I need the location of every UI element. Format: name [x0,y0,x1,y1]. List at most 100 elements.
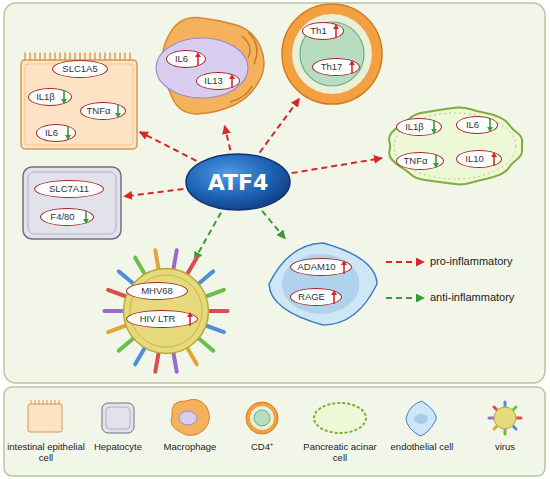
legend-text: CD4⁺ [251,441,273,452]
svg-polygon [333,24,339,29]
up-arrows [187,24,497,326]
svg-rect [106,407,130,429]
marker-oval: IL13 [196,72,240,90]
svg-rect [21,60,137,149]
marker-label: Th17 [321,62,343,72]
svg-polygon [195,52,201,57]
hepatocyte-icon [102,403,134,433]
endothelial-cell: ADAM10RAGE [266,240,380,328]
marker-label: F4/80 [50,212,74,222]
end-outline [266,240,380,328]
legend-entry: CD4⁺ [226,442,298,453]
marker-oval: SLC7A11 [34,180,104,198]
marker-oval: TNFα [80,102,126,120]
legend-entry: Macrophage [152,442,228,453]
svg-polygon [349,60,355,65]
svg-line [493,156,495,166]
marker-oval: Th17 [312,58,360,76]
marker-label: IL13 [204,76,223,86]
svg-line [85,210,87,220]
marker-label: SLC7A11 [49,184,89,194]
marker-oval: IL10 [456,150,502,168]
marker-label: MHV68 [141,286,173,296]
central-ellipse: ATF4 [184,152,292,212]
marker-oval: MHV68 [126,282,188,300]
mac-outline [150,6,270,124]
svg-circle [124,269,209,354]
macrophage-cell: IL6IL13 [150,6,270,124]
epithelial-cell: SLC1A5IL1βTNFαIL6 [20,52,138,150]
dashed-connector [292,158,382,173]
svg-polygon [115,113,121,118]
svg-path [171,399,210,435]
svg-ellipse [282,254,360,314]
svg-circle [292,14,372,94]
legend-text: Pancreatic acinar cell [303,441,376,463]
virus-particle: MHV68HIV LTR [106,252,226,370]
svg-polygon [229,74,235,79]
svg-polygon [61,99,67,104]
dashed-connector [194,212,221,260]
anti-sample-line [386,297,424,299]
svg-circle [300,22,364,86]
legend-entry: virus [465,442,545,453]
legend-entry: endothelial cell [380,442,464,453]
legend-entry: intestinal epithelial cell [5,442,87,464]
svg-line [343,264,345,274]
virus-icon [489,402,521,434]
svg-line [231,78,233,88]
svg-polygon [83,219,89,224]
marker-label: SLC1A5 [62,64,97,74]
legend-text: pro-inflammatory [430,255,513,267]
legend-entry: Hepatocyte [82,442,154,453]
svg-line [63,90,65,100]
acinar-icon [314,403,366,433]
acinar-cell: IL1βIL6TNFαIL10 [384,104,526,188]
marker-oval: IL6 [166,50,206,68]
svg-line [187,348,197,365]
marker-oval: IL1β [396,118,442,136]
svg-circle [246,402,278,434]
svg-rect [28,404,62,432]
svg-line [333,294,335,304]
upper-panel [4,3,545,383]
svg-polygon [491,152,497,157]
svg-line [108,326,126,333]
legend-entry: Pancreatic acinar cell [300,442,380,464]
svg-path [269,243,377,325]
key-panel [4,387,545,476]
legend-text: intestinal epithelial cell [7,441,85,463]
svg-line [189,316,191,326]
marker-oval: SLC1A5 [52,60,108,78]
hepatocyte-cell: SLC7A11F4/80 [22,166,122,240]
svg-line [206,326,224,333]
svg-line [489,118,491,128]
marker-label: IL6 [466,120,479,130]
svg-line [433,120,435,130]
svg-polygon [487,127,493,132]
legend-text: Hepatocyte [94,441,142,452]
svg-line [335,28,337,38]
svg-rect [23,167,121,239]
svg-line [173,250,176,269]
svg-path [230,32,257,102]
svg-circle [494,407,516,429]
marker-oval: IL6 [456,116,498,134]
svg-ellipse [179,411,197,425]
svg-polygon [187,312,193,317]
svg-line [108,290,126,297]
marker-oval: HIV LTR [126,310,198,328]
marker-oval: IL6 [36,124,76,142]
svg-line [135,258,145,275]
svg-line [199,271,214,283]
panc-outline [384,104,526,188]
hep-outline [22,166,122,240]
svg-polygon [341,260,347,265]
svg-line [209,309,228,313]
svg-line [117,104,119,114]
svg-path [31,400,59,404]
macrophage-icon [171,399,210,435]
marker-label: IL6 [175,54,188,64]
